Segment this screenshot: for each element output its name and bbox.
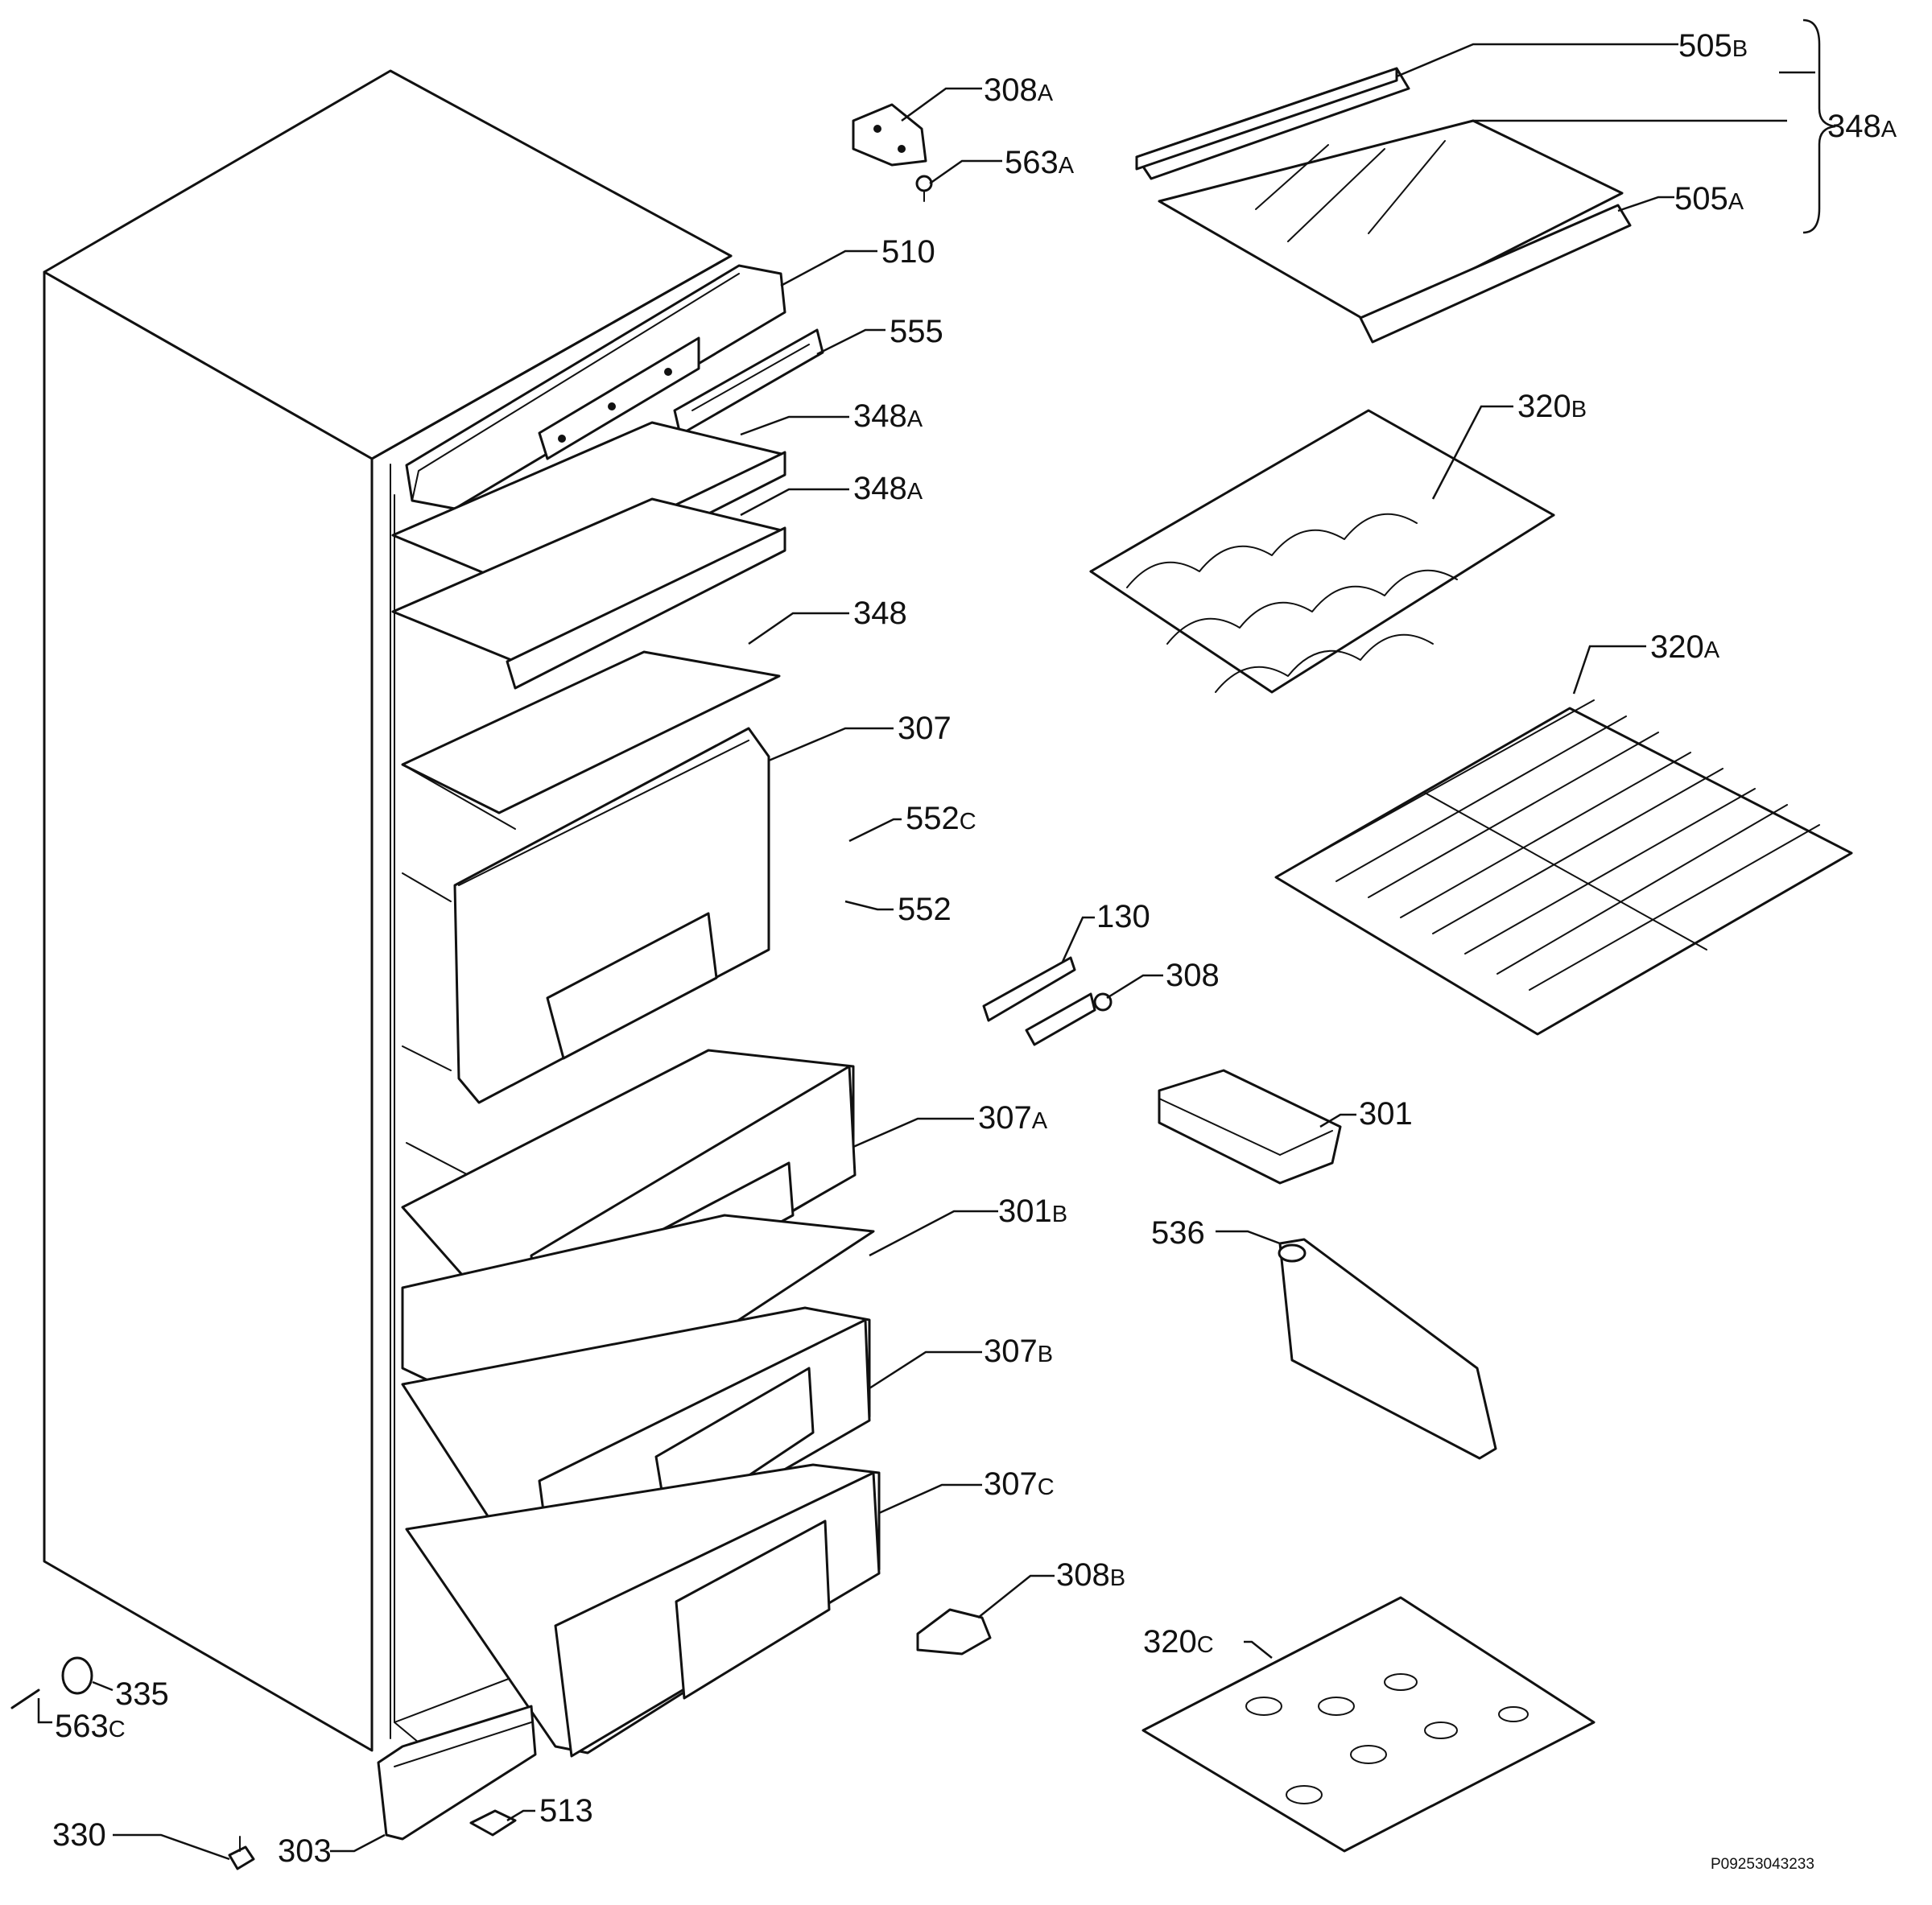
hinge-part-130 — [982, 956, 1076, 1022]
bottle-rack-320b — [1089, 409, 1555, 694]
screw-563a — [915, 175, 933, 202]
label-301b: 301B — [998, 1194, 1067, 1229]
label-552: 552 — [898, 892, 952, 927]
label-552c: 552C — [906, 801, 976, 836]
label-348a-group: 348A — [1827, 109, 1897, 144]
hinge-308a — [852, 103, 927, 167]
label-335: 335 — [115, 1676, 169, 1712]
leader-lines — [37, 43, 1815, 1861]
label-563c: 563C — [55, 1709, 126, 1744]
fridge-cabinet — [43, 69, 733, 1752]
label-348a-2: 348A — [853, 471, 923, 506]
glass-shelf-348a-set — [1135, 67, 1632, 344]
label-320a: 320A — [1650, 629, 1720, 665]
divider-536 — [1278, 1238, 1497, 1460]
wire-shelf-320a — [1274, 699, 1853, 1036]
label-320b: 320B — [1517, 389, 1587, 424]
label-505a: 505A — [1674, 181, 1744, 216]
label-513: 513 — [539, 1793, 593, 1829]
pin-563c — [10, 1689, 40, 1709]
foot-330 — [228, 1836, 255, 1870]
ice-tray-301 — [1158, 1069, 1342, 1185]
label-307a: 307A — [978, 1100, 1048, 1136]
drawer-flap-307 — [453, 727, 770, 1104]
clip-513 — [469, 1809, 517, 1837]
label-301: 301 — [1359, 1096, 1413, 1132]
label-348a-1: 348A — [853, 398, 923, 434]
label-307c: 307C — [984, 1466, 1055, 1502]
label-320c: 320C — [1143, 1624, 1214, 1660]
label-536: 536 — [1151, 1215, 1205, 1251]
label-308b: 308B — [1056, 1557, 1125, 1593]
group-brace — [1802, 19, 1836, 234]
glass-shelves — [391, 421, 786, 814]
label-308: 308 — [1166, 958, 1220, 993]
diagram-code: P09253043233 — [1711, 1856, 1814, 1873]
base-plinth-303 — [377, 1705, 537, 1841]
plate-320c — [1141, 1596, 1596, 1853]
hinge-308b — [916, 1608, 992, 1656]
label-510: 510 — [881, 234, 935, 270]
rail-555 — [673, 328, 824, 436]
label-307b: 307B — [984, 1334, 1053, 1369]
label-307: 307 — [898, 711, 952, 746]
label-555: 555 — [890, 314, 943, 349]
drawer-307c — [405, 1463, 881, 1758]
hinge-308 — [1025, 992, 1113, 1046]
label-130: 130 — [1096, 899, 1150, 934]
label-563a: 563A — [1005, 145, 1075, 180]
label-303: 303 — [278, 1833, 332, 1869]
label-308a: 308A — [984, 72, 1054, 108]
label-330: 330 — [52, 1817, 106, 1853]
foot-335 — [61, 1656, 93, 1695]
label-348: 348 — [853, 596, 907, 631]
label-505b: 505B — [1678, 28, 1748, 64]
control-panel-510 — [405, 264, 786, 510]
